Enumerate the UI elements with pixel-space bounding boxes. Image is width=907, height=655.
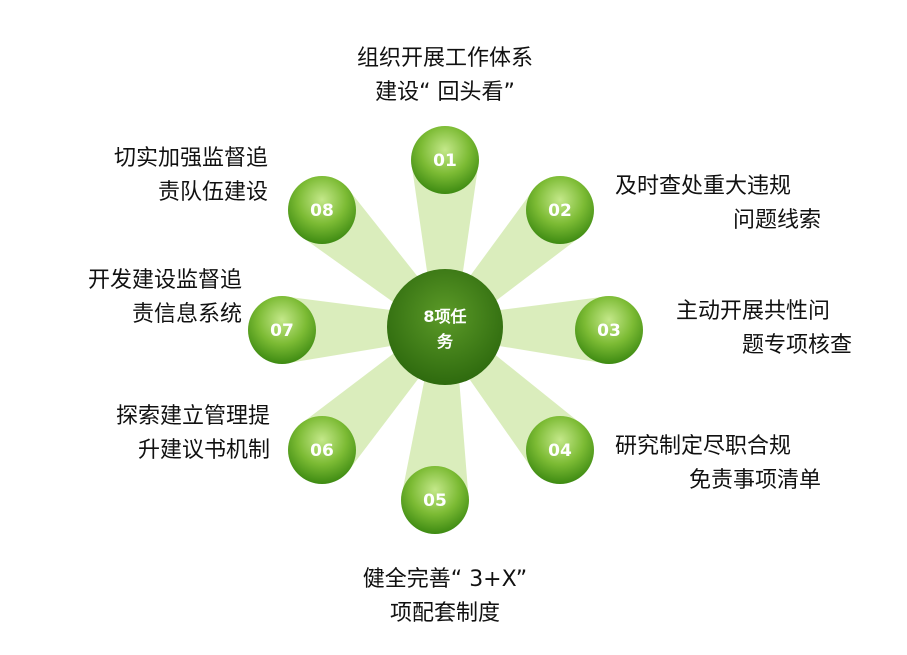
task-node-circle-04 xyxy=(526,416,594,484)
task-label-02-line2: 问题线索 xyxy=(732,208,821,233)
nodes-group: 01 02 03 04 05 06 07 08 xyxy=(248,126,643,534)
task-label-04-line2: 免责事项清单 xyxy=(688,468,821,493)
task-label-08-line2: 责队伍建设 xyxy=(157,180,268,205)
task-node-circle-06 xyxy=(288,416,356,484)
task-label-05-line2: 项配套制度 xyxy=(389,601,500,626)
task-node-circle-05 xyxy=(401,466,469,534)
task-node-number-04: 04 xyxy=(548,441,572,461)
task-label-08-line1: 切实加强监督追 xyxy=(113,146,268,171)
center-node: 8项任 务 xyxy=(387,269,503,385)
task-node-number-03: 03 xyxy=(597,321,621,341)
task-node-circle-02 xyxy=(526,176,594,244)
task-node-number-08: 08 xyxy=(310,201,334,221)
task-label-04: 研究制定尽职合规 免责事项清单 xyxy=(615,430,855,498)
task-label-06: 探索建立管理提 升建议书机制 xyxy=(40,400,270,468)
task-label-06-line1: 探索建立管理提 xyxy=(115,404,270,429)
task-node-01: 01 xyxy=(411,126,479,194)
task-node-number-05: 05 xyxy=(423,491,447,511)
center-label-line2: 务 xyxy=(437,332,454,351)
task-label-03-line2: 题专项核查 xyxy=(741,333,852,358)
task-node-circle-01 xyxy=(411,126,479,194)
task-node-circle-03 xyxy=(575,296,643,364)
task-label-04-line1: 研究制定尽职合规 xyxy=(615,434,792,459)
task-node-number-06: 06 xyxy=(310,441,334,461)
task-label-01-line2: 建设“ 回头看” xyxy=(375,80,515,105)
task-node-07: 07 xyxy=(248,296,316,364)
task-node-circle-07 xyxy=(248,296,316,364)
task-node-number-07: 07 xyxy=(270,321,294,341)
task-label-05: 健全完善“ 3+X” 项配套制度 xyxy=(320,563,570,631)
task-label-01: 组织开展工作体系 建设“ 回头看” xyxy=(330,42,560,110)
task-label-03-line1: 主动开展共性问 xyxy=(676,299,831,324)
task-node-number-02: 02 xyxy=(548,201,572,221)
center-circle xyxy=(387,269,503,385)
task-node-06: 06 xyxy=(288,416,356,484)
task-node-circle-08 xyxy=(288,176,356,244)
task-node-05: 05 xyxy=(401,466,469,534)
task-label-01-line1: 组织开展工作体系 xyxy=(356,46,533,71)
task-node-02: 02 xyxy=(526,176,594,244)
task-node-03: 03 xyxy=(575,296,643,364)
task-label-02: 及时查处重大违规 问题线索 xyxy=(615,170,855,238)
task-node-08: 08 xyxy=(288,176,356,244)
task-node-04: 04 xyxy=(526,416,594,484)
task-node-number-01: 01 xyxy=(433,151,457,171)
task-label-07-line2: 责信息系统 xyxy=(131,302,242,327)
center-label-line1: 8项任 xyxy=(423,307,466,326)
task-label-07: 开发建设监督追 责信息系统 xyxy=(20,264,242,332)
task-label-07-line1: 开发建设监督追 xyxy=(87,268,242,293)
task-label-05-line1: 健全完善“ 3+X” xyxy=(362,567,528,592)
task-label-06-line2: 升建议书机制 xyxy=(137,438,270,463)
task-label-08: 切实加强监督追 责队伍建设 xyxy=(40,142,268,210)
task-label-03: 主动开展共性问 题专项核查 xyxy=(676,295,876,363)
ray-01 xyxy=(411,160,479,327)
task-label-02-line1: 及时查处重大违规 xyxy=(615,174,792,199)
